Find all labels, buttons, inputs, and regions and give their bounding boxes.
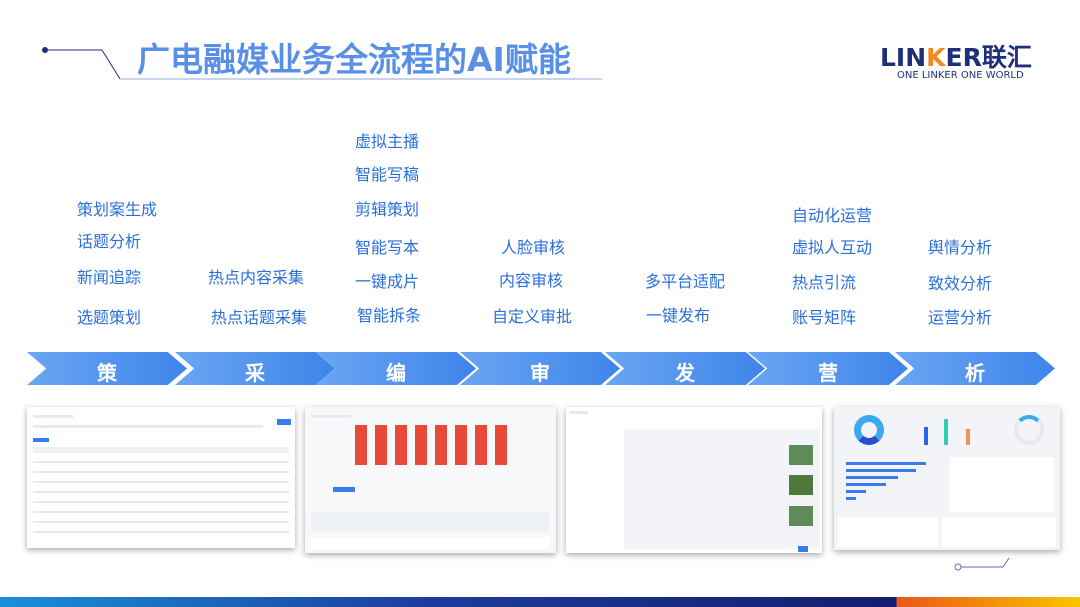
stage-item: 运营分析	[928, 308, 993, 327]
stage-item: 剪辑策划	[355, 200, 420, 219]
stage-label: 编	[386, 361, 406, 385]
stage-item: 致效分析	[928, 274, 993, 293]
logo-text-cn: ER联汇	[945, 43, 1032, 72]
collection-task-screenshot	[305, 407, 556, 553]
topic-list-screenshot	[27, 407, 295, 548]
logo-slogan: ONE LINKER ONE WORLD	[897, 70, 1024, 81]
logo-text-k: K	[926, 43, 946, 72]
stage-arrow-operate: 营	[748, 352, 908, 385]
stage-item: 新闻追踪	[77, 268, 142, 287]
stage-item: 智能写稿	[355, 165, 420, 184]
stage-label: 析	[965, 361, 985, 385]
bottom-color-bar	[0, 597, 1080, 607]
stage-label: 发	[675, 361, 695, 385]
stage-item: 多平台适配	[645, 272, 726, 291]
stage-item: 虚拟主播	[355, 132, 420, 151]
stage-arrow-collect: 采	[175, 352, 335, 385]
corner-decoration	[953, 557, 1013, 577]
stage-item: 热点引流	[792, 273, 857, 292]
stage-arrow-publish: 发	[605, 352, 765, 385]
title-decoration	[42, 46, 862, 90]
stage-item: 账号矩阵	[792, 308, 857, 327]
linker-logo: LINKER联汇	[880, 38, 1032, 74]
stage-item: 选题策划	[77, 308, 142, 327]
stage-item: 自定义审批	[492, 307, 573, 326]
stage-arrow-plan: 策	[27, 352, 187, 385]
stage-item: 热点话题采集	[211, 308, 308, 327]
stage-item: 话题分析	[77, 232, 142, 251]
stage-item: 内容审核	[499, 271, 564, 290]
stage-item: 一键成片	[355, 272, 420, 291]
stage-item: 一键发布	[646, 306, 711, 325]
stage-item: 智能写本	[355, 238, 420, 257]
stage-item: 人脸审核	[501, 238, 566, 257]
logo-text: LIN	[880, 43, 927, 72]
stage-item: 舆情分析	[928, 238, 993, 257]
page-title: 广电融媒业务全流程的AI赋能	[137, 40, 571, 79]
stage-item: 虚拟人互动	[792, 238, 873, 257]
stage-label: 营	[818, 361, 838, 385]
stage-label: 采	[245, 361, 265, 385]
stage-label: 策	[97, 361, 117, 385]
stage-arrow-review: 审	[460, 352, 620, 385]
stage-item: 策划案生成	[77, 200, 158, 219]
stage-arrow-analyze: 析	[895, 352, 1055, 385]
stage-item: 智能拆条	[357, 306, 422, 325]
analytics-dashboard-screenshot	[834, 407, 1060, 550]
stage-item: 热点内容采集	[208, 268, 305, 287]
stage-arrow-edit: 编	[316, 352, 476, 385]
stage-label: 审	[530, 361, 550, 385]
review-editor-screenshot	[566, 407, 822, 553]
stage-item: 自动化运营	[792, 206, 873, 225]
